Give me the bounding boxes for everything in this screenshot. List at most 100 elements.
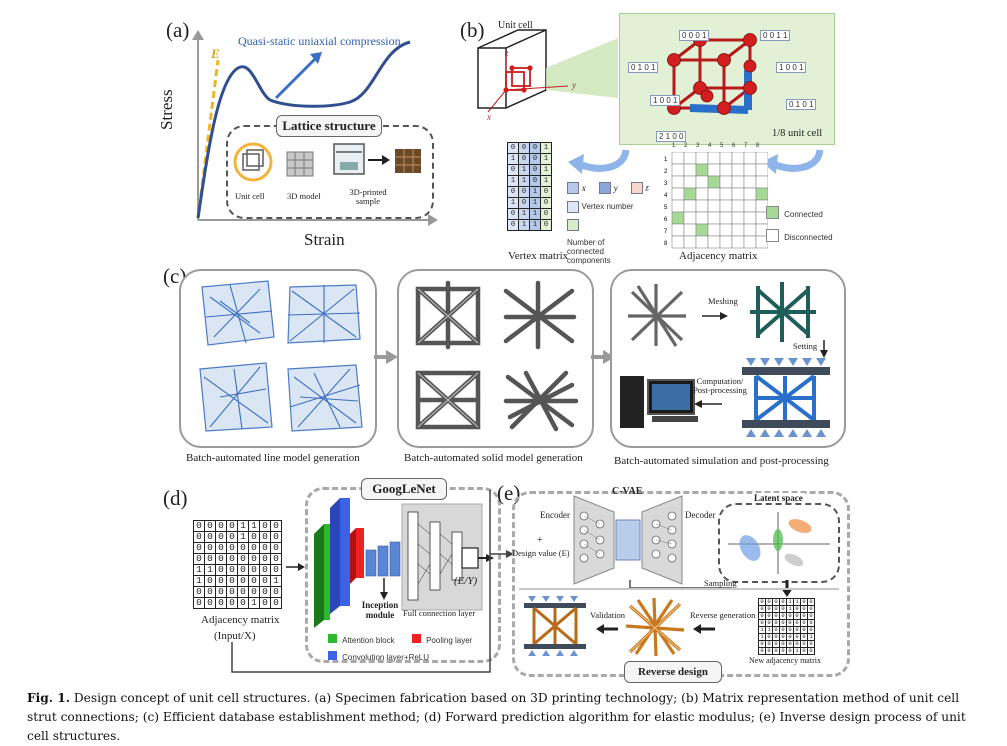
cvae-network: [573, 495, 683, 585]
curved-arrow-left: [568, 149, 630, 174]
output-label: (E/Y): [454, 575, 478, 587]
panel-b-tag: (b): [460, 18, 485, 42]
adjacency-cell: [731, 187, 745, 201]
node-label-3: 0 1 0 1: [628, 55, 659, 74]
node-label-text: 1 0 0 1: [776, 62, 807, 73]
vertex-cell: 0: [518, 142, 530, 154]
unit-cell-icon: [233, 142, 273, 182]
adjacency-cell: [671, 223, 685, 237]
legend-vertex-text: Vertex number: [581, 202, 634, 211]
legend-components-text: Number of connected components: [567, 238, 611, 265]
vertex-cell: 0: [518, 153, 530, 165]
legend-connected: Connected: [766, 202, 823, 221]
simulation-graphics: [620, 282, 830, 437]
new-matrix-cell: 0: [807, 647, 815, 655]
step-computation: Computation/ Post-processing: [693, 376, 747, 395]
modulus-label: E: [211, 46, 220, 61]
adjacency-cell: [731, 211, 745, 225]
vertex-cell: 0: [529, 175, 541, 187]
vertex-cell: 0: [529, 153, 541, 165]
vertex-cell: 1: [518, 175, 530, 187]
printer-icon: [333, 143, 365, 175]
e-divider: [519, 588, 839, 590]
node-label-text: 0 0 1 1: [760, 30, 791, 41]
vertex-cell: 1: [540, 142, 552, 154]
reverse-design-label: Reverse design: [624, 661, 722, 683]
legend-components: Number of connected components: [567, 219, 659, 267]
vertex-cell: 1: [507, 153, 519, 165]
input-matrix-cell: 0: [270, 597, 282, 609]
adjacency-cell: [695, 223, 709, 237]
adjacency-cell: [671, 187, 685, 201]
adjacency-cell: [683, 187, 697, 201]
adjacency-cell: [719, 163, 733, 177]
adjacency-cell: [719, 175, 733, 189]
adjacency-cell: [707, 235, 721, 249]
node-label-1: 0 0 0 1: [679, 23, 710, 42]
figure-caption: Fig. 1. Design concept of unit cell stru…: [27, 689, 987, 746]
vertex-cell: 1: [529, 186, 541, 198]
adjacency-row-label: 7: [664, 229, 668, 235]
vertex-cell: 1: [540, 153, 552, 165]
generated-structure: [625, 597, 685, 657]
input-matrix-cell: 0: [204, 520, 216, 532]
input-matrix-cell: 0: [204, 575, 216, 587]
axis-z-label: z: [505, 48, 509, 58]
adjacency-cell: [731, 223, 745, 237]
input-matrix-cell: 0: [193, 520, 205, 532]
vertex-cell: 0: [507, 208, 519, 220]
adjacency-cell: [695, 187, 709, 201]
node-label-text: 0 1 0 1: [786, 99, 817, 110]
input-matrix-cell: 0: [204, 597, 216, 609]
d-legend-conv: Convolution layer+ReLU: [328, 645, 429, 664]
legend-y: y: [613, 182, 618, 193]
input-label-2: (Input/X): [214, 630, 256, 642]
legend-disconnected-text: Disconnected: [784, 233, 833, 242]
adj-col: 1: [672, 143, 676, 149]
input-matrix-cell: 0: [215, 542, 227, 554]
node-label-4: 1 0 0 1: [776, 55, 807, 74]
legend-xyz: x y z: [567, 182, 649, 194]
adjacency-cell: [719, 199, 733, 213]
adjacency-cell: [695, 175, 709, 189]
node-label-text: 0 1 0 1: [628, 62, 659, 73]
adjacency-cell: [683, 235, 697, 249]
adjacency-cell: [743, 223, 757, 237]
adjacency-cell: [683, 223, 697, 237]
inset-label-unit-cell: Unit cell: [235, 191, 265, 201]
adjacency-cell: [671, 152, 685, 165]
new-matrix-cell: 0: [772, 647, 780, 655]
adjacency-cell: [743, 211, 757, 225]
node-label-5: 1 0 0 1: [650, 88, 681, 107]
adjacency-row-label: 4: [664, 193, 668, 199]
input-matrix-cell: 0: [215, 553, 227, 565]
fc-layer-label: Full connection layer: [403, 608, 476, 618]
adjacency-cell: [683, 199, 697, 213]
encoder-label: Encoder: [540, 510, 570, 520]
adj-col: 3: [696, 143, 700, 149]
axis-y-label: y: [572, 80, 576, 90]
legend-connected-swatch: [766, 206, 779, 219]
legend-vertex: Vertex number: [567, 201, 634, 213]
vertex-cell: 0: [529, 142, 541, 154]
legend-components-swatch: [567, 219, 579, 231]
lattice-inset-title: Lattice structure: [276, 115, 382, 137]
inset-label-printed: 3D-printed sample: [349, 187, 387, 206]
adjacency-cell: [755, 175, 768, 189]
left-arrow-2: [693, 624, 715, 634]
node-label-6: 0 1 0 1: [786, 92, 817, 111]
new-matrix-cell: 0: [800, 647, 808, 655]
adjacency-cell: [719, 223, 733, 237]
cube-blue-icon: [328, 651, 337, 660]
legend-disconnected: Disconnected: [766, 225, 833, 244]
solid-model-caption: Batch-automated solid model generation: [404, 452, 583, 464]
